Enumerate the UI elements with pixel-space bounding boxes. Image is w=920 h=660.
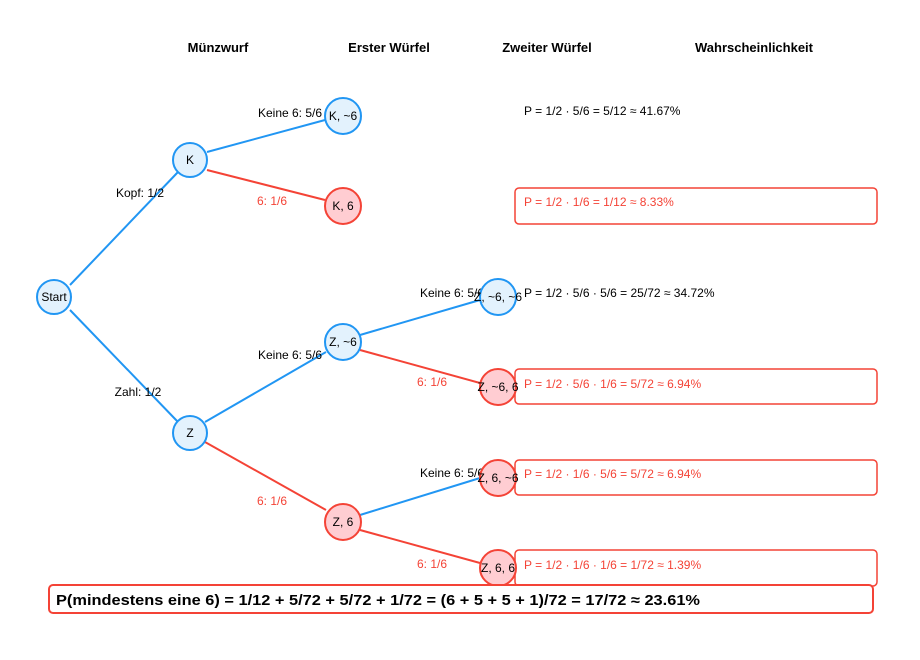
- edge-k-not6: [206, 119, 326, 153]
- edge-z-6: [204, 441, 327, 511]
- result-z-6-6: P = 1/2 · 1/6 · 1/6 = 1/72 ≈ 1.39%: [524, 558, 701, 572]
- edge-label-k-6: 6: 1/6: [257, 194, 287, 208]
- header-die2: Zweiter Würfel: [502, 40, 592, 55]
- edge-zn-6: [359, 349, 481, 384]
- node-z: Z: [172, 415, 208, 451]
- svg-text:Z, ~6, ~6: Z, ~6, ~6: [474, 290, 522, 304]
- result-z-not6-6: P = 1/2 · 5/6 · 1/6 = 5/72 ≈ 6.94%: [524, 377, 701, 391]
- edge-k-6: [206, 169, 326, 201]
- header-coin: Münzwurf: [188, 40, 249, 55]
- node-z-6-not6: Z, 6, ~6: [477, 459, 519, 497]
- edge-z-not6: [204, 351, 327, 423]
- result-z-6-not6: P = 1/2 · 1/6 · 5/6 = 5/72 ≈ 6.94%: [524, 467, 701, 481]
- edge-z6-not6: [359, 477, 481, 516]
- svg-text:Z, ~6: Z, ~6: [329, 335, 357, 349]
- edge-label-start-z: Zahl: 1/2: [115, 385, 162, 399]
- edge-label-z6-not6: Keine 6: 5/6: [420, 466, 484, 480]
- edge-label-start-k: Kopf: 1/2: [116, 186, 164, 200]
- node-z-not6: Z, ~6: [324, 323, 362, 361]
- svg-text:K, ~6: K, ~6: [329, 109, 358, 123]
- svg-text:Start: Start: [41, 290, 67, 304]
- total-box: [48, 584, 874, 614]
- edge-z6-6: [359, 529, 481, 564]
- edge-start-k: [69, 171, 179, 286]
- edge-label-z6-6: 6: 1/6: [417, 557, 447, 571]
- edge-start-z: [69, 309, 179, 423]
- edge-label-z-6: 6: 1/6: [257, 494, 287, 508]
- edge-label-z-not6: Keine 6: 5/6: [258, 348, 322, 362]
- header-die1: Erster Würfel: [348, 40, 430, 55]
- node-k-not6: K, ~6: [324, 97, 362, 135]
- edge-label-k-not6: Keine 6: 5/6: [258, 106, 322, 120]
- result-k-not6: P = 1/2 · 5/6 = 5/12 ≈ 41.67%: [524, 104, 681, 118]
- edge-label-zn-not6: Keine 6: 5/6: [420, 286, 484, 300]
- result-box-k-6: [514, 187, 878, 225]
- result-k-6: P = 1/2 · 1/6 = 1/12 ≈ 8.33%: [524, 195, 674, 209]
- result-z-not6-not6: P = 1/2 · 5/6 · 5/6 = 25/72 ≈ 34.72%: [524, 286, 715, 300]
- edge-zn-not6: [359, 299, 481, 336]
- node-z-not6-not6: Z, ~6, ~6: [474, 278, 522, 316]
- svg-text:K: K: [186, 153, 194, 167]
- svg-text:Z: Z: [186, 426, 193, 440]
- node-z-6-6: Z, 6, 6: [479, 549, 517, 587]
- svg-text:Z, ~6, 6: Z, ~6, 6: [477, 380, 518, 394]
- node-start: Start: [36, 279, 72, 315]
- node-z-not6-6: Z, ~6, 6: [477, 368, 519, 406]
- svg-text:Z, 6, ~6: Z, 6, ~6: [477, 471, 518, 485]
- svg-text:K, 6: K, 6: [332, 199, 354, 213]
- node-k: K: [172, 142, 208, 178]
- header-probability: Wahrscheinlichkeit: [695, 40, 814, 55]
- total-probability: P(mindestens eine 6) = 1/12 + 5/72 + 5/7…: [56, 592, 700, 609]
- node-k-6: K, 6: [324, 187, 362, 225]
- svg-text:Z, 6, 6: Z, 6, 6: [481, 561, 515, 575]
- edge-label-zn-6: 6: 1/6: [417, 375, 447, 389]
- node-z-6: Z, 6: [324, 503, 362, 541]
- svg-text:Z, 6: Z, 6: [333, 515, 354, 529]
